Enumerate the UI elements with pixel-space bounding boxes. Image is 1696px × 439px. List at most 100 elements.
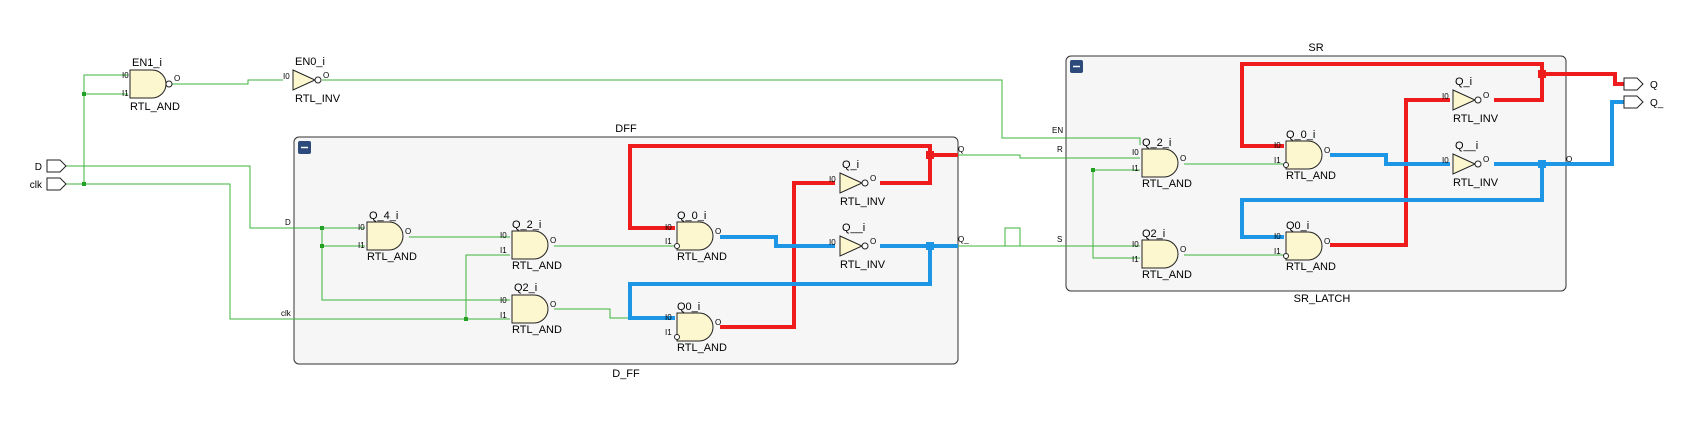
svg-text:O: O [323,71,329,80]
dff-port-q: Q [958,145,964,154]
gate-name: Q_0_i [677,210,706,222]
q-net [628,62,1624,329]
and-gate-sr-q2a[interactable]: I0 I1 O Q_2_i RTL_AND [1132,137,1192,190]
gate-type: RTL_AND [512,324,562,336]
and-gate-dff-q4[interactable]: I0 I1 O Q_4_i RTL_AND [358,210,417,263]
svg-text:I0: I0 [1274,141,1281,150]
dff-port-d: D [285,218,291,227]
svg-text:I1: I1 [358,241,365,250]
svg-text:O: O [870,237,876,246]
and-gate-dff-q2b[interactable]: I0 I1 O Q2_i RTL_AND [500,282,562,336]
and-gate-sr-q0b[interactable]: I0 I1 O Q0_i RTL_AND [1274,220,1336,273]
svg-text:O: O [715,227,721,236]
gate-name: Q_4_i [369,210,398,222]
gate-type: RTL_AND [1142,269,1192,281]
gate-type: RTL_AND [130,101,180,113]
input-clk-label: clk [30,180,43,191]
svg-text:I1: I1 [1274,156,1281,165]
gate-name: Q0_i [1286,220,1309,232]
gate-type: RTL_AND [512,260,562,272]
svg-text:I1: I1 [500,311,507,320]
inv-gate-en0[interactable]: I0 O EN0_i RTL_INV [283,56,341,105]
gate-type: RTL_INV [1453,177,1499,189]
inv-gate-dff-qbi[interactable]: I0 O Q__i RTL_INV [829,222,886,271]
input-d-label: D [35,162,42,173]
svg-text:I0: I0 [665,223,672,232]
svg-text:I0: I0 [283,72,290,81]
green-junctions [82,92,1095,321]
sr-subtitle: SR_LATCH [1294,293,1351,305]
svg-text:O: O [1483,155,1489,164]
svg-text:O: O [550,300,556,309]
gate-type: RTL_AND [367,251,417,263]
and-gate-en1[interactable]: I0 I1 O EN1_i RTL_AND [122,57,180,113]
svg-text:O: O [550,236,556,245]
svg-text:I0: I0 [829,238,836,247]
gate-type: RTL_AND [677,251,727,263]
svg-text:O: O [1324,146,1330,155]
and-gate-sr-q2b[interactable]: I0 I1 O Q2_i RTL_AND [1132,228,1192,281]
gate-type: RTL_INV [840,259,886,271]
gate-name: Q_i [1455,76,1472,88]
svg-text:O: O [1180,245,1186,254]
svg-text:I0: I0 [500,296,507,305]
svg-text:I0: I0 [122,71,129,80]
svg-text:I0: I0 [1442,156,1449,165]
output-q-label: Q [1650,80,1658,91]
svg-text:I1: I1 [665,328,672,337]
dff-title: DFF [615,123,637,135]
svg-text:I1: I1 [1274,247,1281,256]
gate-name: Q_i [842,159,859,171]
gate-type: RTL_INV [840,196,886,208]
svg-text:O: O [405,227,411,236]
gate-name: Q_2_i [1142,137,1171,149]
dff-port-qbar: Q_ [958,235,969,244]
svg-text:I0: I0 [358,223,365,232]
svg-text:I1: I1 [1132,255,1139,264]
gate-name: Q2_i [514,282,537,294]
output-port-qbar[interactable]: Q_ [1623,95,1664,109]
svg-text:I0: I0 [829,175,836,184]
gate-name: Q0_i [677,301,700,313]
input-port-clk[interactable]: clk [30,177,67,191]
and-gate-dff-q0b[interactable]: I0 I1 O Q0_i RTL_AND [665,301,727,354]
svg-text:I1: I1 [665,237,672,246]
dff-subtitle: D_FF [612,368,640,380]
sr-port-r: R [1057,145,1063,154]
svg-text:I1: I1 [1132,164,1139,173]
qbar-net [628,100,1624,320]
sr-port-s: S [1057,235,1062,244]
svg-text:I1: I1 [122,89,129,98]
svg-text:I0: I0 [1132,240,1139,249]
gate-name: Q__i [1455,140,1478,152]
green-nets [66,74,1284,320]
input-port-d[interactable]: D [35,159,67,173]
dff-port-clk: clk [281,309,292,318]
svg-text:I0: I0 [1442,92,1449,101]
svg-text:O: O [1324,237,1330,246]
output-qbar-label: Q_ [1650,98,1664,109]
inv-gate-sr-qi[interactable]: I0 O Q_i RTL_INV [1442,76,1499,125]
svg-text:O: O [870,174,876,183]
svg-text:I1: I1 [500,246,507,255]
gate-type: RTL_INV [295,93,341,105]
inv-gate-dff-qi[interactable]: I0 O Q_i RTL_INV [829,159,886,208]
output-port-q[interactable]: Q [1623,77,1658,91]
gate-type: RTL_AND [1142,178,1192,190]
sr-block[interactable]: SR SR_LATCH EN R S Q Q_ [1052,42,1577,305]
svg-text:I0: I0 [665,313,672,322]
gate-type: RTL_AND [1286,170,1336,182]
gate-type: RTL_INV [1453,113,1499,125]
svg-text:O: O [174,74,180,83]
gate-name: Q2_i [1142,228,1165,240]
and-gate-dff-q2a[interactable]: I0 I1 O Q_2_i RTL_AND [500,219,562,272]
and-gate-dff-q0a[interactable]: I0 I1 O Q_0_i RTL_AND [665,210,727,263]
inv-gate-sr-qbi[interactable]: I0 O Q__i RTL_INV [1442,140,1499,189]
gate-type: RTL_AND [1286,261,1336,273]
and-gate-sr-q0a[interactable]: I0 I1 O Q_0_i RTL_AND [1274,129,1336,182]
svg-text:I0: I0 [1132,148,1139,157]
sr-title: SR [1308,42,1323,54]
sr-port-q: Q [1566,155,1572,164]
svg-text:O: O [715,318,721,327]
